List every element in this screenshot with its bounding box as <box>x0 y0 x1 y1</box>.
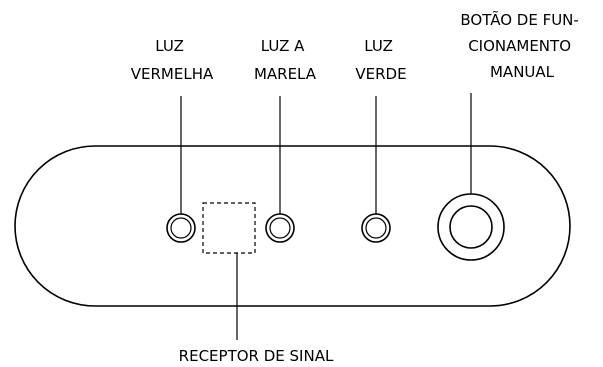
manual-button-label: BOTÃO DE FUN- CIONAMENTO MANUAL <box>460 10 583 81</box>
yellow-light-label-line-2: MARELA <box>254 65 317 83</box>
manual-button-outer-ring <box>437 193 505 261</box>
yellow-light-label: LUZ A MARELA <box>254 37 317 83</box>
manual-button-face <box>449 205 493 249</box>
green-light-label-line-1: LUZ <box>364 37 393 55</box>
signal-receptor-box <box>202 202 256 254</box>
yellow-light-label-line-1: LUZ A <box>261 37 305 55</box>
red-light-label-line-1: LUZ <box>155 37 184 55</box>
signal-receptor-label: RECEPTOR DE SINAL <box>179 347 334 365</box>
red-light-label-line-2: VERMELHA <box>131 65 214 83</box>
yellow-light-lens <box>269 217 291 239</box>
panel-outline <box>14 145 571 307</box>
green-light-label-line-2: VERDE <box>355 65 406 83</box>
green-light-label: LUZ VERDE <box>355 37 406 83</box>
red-light-label: LUZ VERMELHA <box>131 37 214 83</box>
manual-button-label-line-1: BOTÃO DE FUN- <box>460 10 578 29</box>
green-light-lens <box>365 217 387 239</box>
manual-button-label-line-3: MANUAL <box>490 63 555 81</box>
manual-button-label-line-2: CIONAMENTO <box>468 37 571 55</box>
red-light-lens <box>170 217 192 239</box>
